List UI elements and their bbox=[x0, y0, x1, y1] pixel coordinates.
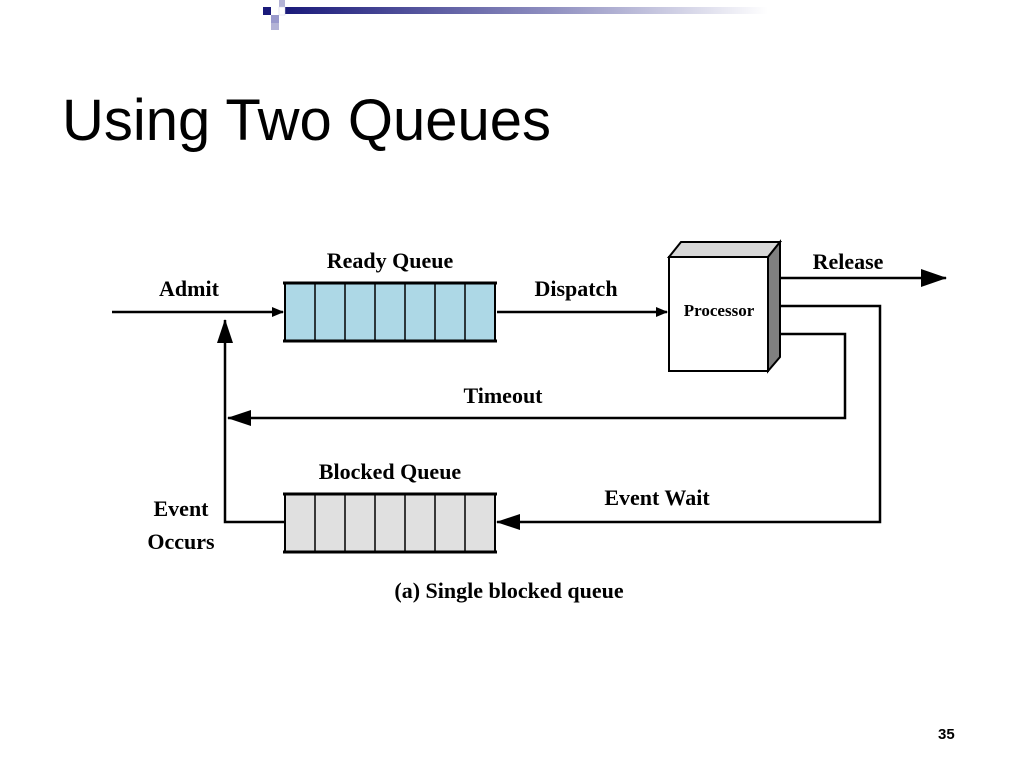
slide-title: Using Two Queues bbox=[62, 88, 551, 153]
event-wait-label: Event Wait bbox=[604, 485, 710, 510]
ready-queue-box bbox=[284, 282, 496, 342]
blocked-queue-box bbox=[284, 493, 496, 553]
blocked-queue-label: Blocked Queue bbox=[319, 459, 462, 484]
header-square bbox=[279, 0, 285, 7]
ready-queue-label: Ready Queue bbox=[327, 248, 454, 273]
header-decoration bbox=[263, 0, 768, 30]
header-gradient-bar bbox=[285, 7, 768, 14]
event-wait-arrow bbox=[496, 304, 882, 530]
diagram-caption: (a) Single blocked queue bbox=[394, 578, 623, 603]
header-square bbox=[263, 7, 271, 15]
header-square bbox=[271, 23, 279, 30]
timeout-arrow bbox=[227, 332, 847, 426]
header-square bbox=[271, 15, 279, 23]
processor-box bbox=[666, 239, 783, 374]
dispatch-label: Dispatch bbox=[534, 276, 617, 301]
occurs-label: Occurs bbox=[147, 529, 215, 554]
slide-number: 35 bbox=[938, 726, 955, 743]
event-label: Event bbox=[154, 496, 210, 521]
release-label: Release bbox=[813, 249, 884, 274]
timeout-label: Timeout bbox=[463, 383, 543, 408]
processor-label: Processor bbox=[684, 301, 755, 320]
event-occurs-arrow bbox=[217, 319, 285, 524]
header-square bbox=[278, 6, 286, 16]
ready-queue bbox=[283, 281, 497, 343]
blocked-queue bbox=[283, 492, 497, 554]
admit-label: Admit bbox=[159, 276, 220, 301]
